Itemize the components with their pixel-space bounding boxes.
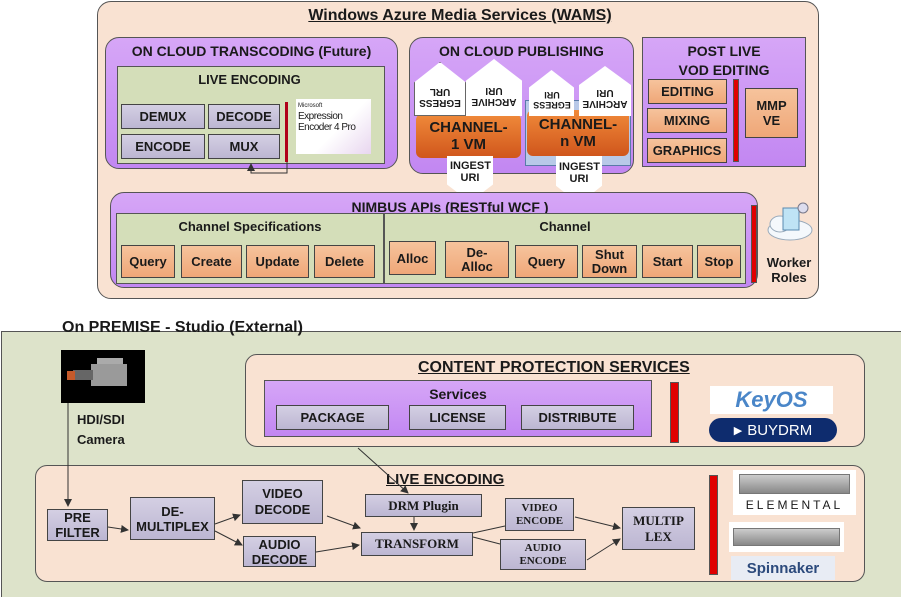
mixing-block: MIXING <box>647 108 727 133</box>
encode-block: ENCODE <box>121 134 205 159</box>
audio-encode-block: AUDIO ENCODE <box>500 539 586 570</box>
license-button[interactable]: LICENSE <box>409 405 506 430</box>
camera-line1: HDI/SDI <box>77 412 125 427</box>
post-live-divider <box>733 79 739 162</box>
content-protection-divider <box>670 382 679 443</box>
wams-title: Windows Azure Media Services (WAMS) <box>308 7 612 24</box>
distribute-button[interactable]: DISTRIBUTE <box>521 405 634 430</box>
mmpve-line2: VE <box>762 113 781 128</box>
multiplex-block: MULTIP LEX <box>622 507 695 550</box>
worker-roles-label: Worker Roles <box>760 254 818 286</box>
package-button[interactable]: PACKAGE <box>276 405 389 430</box>
decode-block: DECODE <box>208 104 280 129</box>
buydrm-text: BUYDRM <box>747 421 813 439</box>
premise-live-encoding-title: LIVE ENCODING <box>386 471 505 488</box>
video-decode-block: VIDEO DECODE <box>242 480 323 524</box>
worker-roles-line1: Worker <box>766 255 812 270</box>
server-icon-1 <box>739 474 850 494</box>
camera-line2: Camera <box>77 432 125 447</box>
channel-1-vm: CHANNEL-1 VM <box>416 114 521 158</box>
demultiplex-block: DE-MULTIPLEX <box>130 497 215 540</box>
camera-icon <box>61 350 145 403</box>
mux-block: MUX <box>208 134 280 159</box>
live-encoding-divider <box>709 475 718 575</box>
services-title: Services <box>429 386 487 402</box>
egress-uri-text: EGRESS URI <box>532 90 571 110</box>
server-icon-2 <box>729 522 844 552</box>
channel-n-vm-label: CHANNEL-n VM <box>538 116 618 150</box>
ingest-uri-text-2: INGEST URI <box>559 161 600 185</box>
channel-n-vm: CHANNEL-n VM <box>527 110 629 156</box>
channel-shutdown-button[interactable]: Shut Down <box>582 245 637 278</box>
camera-label: HDI/SDI Camera <box>77 410 147 450</box>
keyos-logo: KeyOS <box>710 386 833 414</box>
buydrm-logo: ▶ BUYDRM <box>709 418 837 442</box>
content-protection-title: CONTENT PROTECTION SERVICES <box>418 359 690 376</box>
worker-roles-line2: Roles <box>771 270 807 285</box>
channel-alloc-button[interactable]: Alloc <box>389 241 436 275</box>
video-encode-block: VIDEO ENCODE <box>505 498 574 531</box>
elemental-text: ELEMENTAL <box>745 498 844 512</box>
channel-stop-button[interactable]: Stop <box>697 245 741 278</box>
nimbus-divider <box>751 205 757 283</box>
ingest-uri-text-1: INGEST URI <box>450 160 491 184</box>
on-premise-title: On PREMISE - Studio (External) <box>62 319 303 336</box>
channel-specs-title: Channel Specifications <box>178 218 322 234</box>
logo-text: Expression Encoder 4 Pro <box>298 111 356 133</box>
channel-start-button[interactable]: Start <box>642 245 693 278</box>
cloud-server-icon <box>765 198 815 243</box>
nimbus-api-title: NIMBUS APIs (RESTful WCF ) <box>351 199 549 215</box>
spec-create-button[interactable]: Create <box>181 245 242 278</box>
play-icon: ▶ <box>733 424 743 437</box>
archive-uri-text-2: ARCHIVE URI <box>582 87 628 109</box>
channel-dealloc-button[interactable]: De-Alloc <box>445 241 509 278</box>
pre-filter-block: PRE FILTER <box>47 509 108 541</box>
demux-block: DEMUX <box>121 104 205 129</box>
mmpve-line1: MMP <box>756 98 787 113</box>
graphics-block: GRAPHICS <box>647 138 727 163</box>
spinnaker-logo: Spinnaker <box>731 556 835 580</box>
editing-block: EDITING <box>648 79 727 104</box>
transform-block: TRANSFORM <box>361 532 473 556</box>
audio-decode-block: AUDIO DECODE <box>243 536 316 567</box>
channel-query-button[interactable]: Query <box>515 245 578 278</box>
post-live-title-1: POST LIVE <box>687 43 761 59</box>
logo-small-text: Microsoft <box>298 103 323 109</box>
mmpve-block: MMP VE <box>745 88 798 138</box>
channel-title: Channel <box>539 218 591 234</box>
spec-query-button[interactable]: Query <box>121 245 175 278</box>
egress-url-text: EGRESS URL <box>419 86 461 108</box>
spec-delete-button[interactable]: Delete <box>314 245 375 278</box>
cloud-live-encoding-title: LIVE ENCODING <box>198 71 301 87</box>
keyos-text: KeyOS <box>735 387 808 412</box>
cloud-transcoding-title: ON CLOUD TRANSCODING (Future) <box>131 43 372 59</box>
expression-encoder-logo: Microsoft Expression Encoder 4 Pro <box>296 99 371 154</box>
transcoding-divider <box>285 102 288 162</box>
spec-update-button[interactable]: Update <box>246 245 309 278</box>
cloud-publishing-title: ON CLOUD PUBLISHING <box>439 43 604 59</box>
drm-plugin-block: DRM Plugin <box>365 494 482 517</box>
elemental-logo: ELEMENTAL <box>733 470 856 515</box>
archive-uri-text-1: ARCHIVE URI <box>471 84 517 107</box>
post-live-title-2: VOD EDITING <box>678 62 770 78</box>
channel-1-vm-label: CHANNEL-1 VM <box>429 119 508 153</box>
